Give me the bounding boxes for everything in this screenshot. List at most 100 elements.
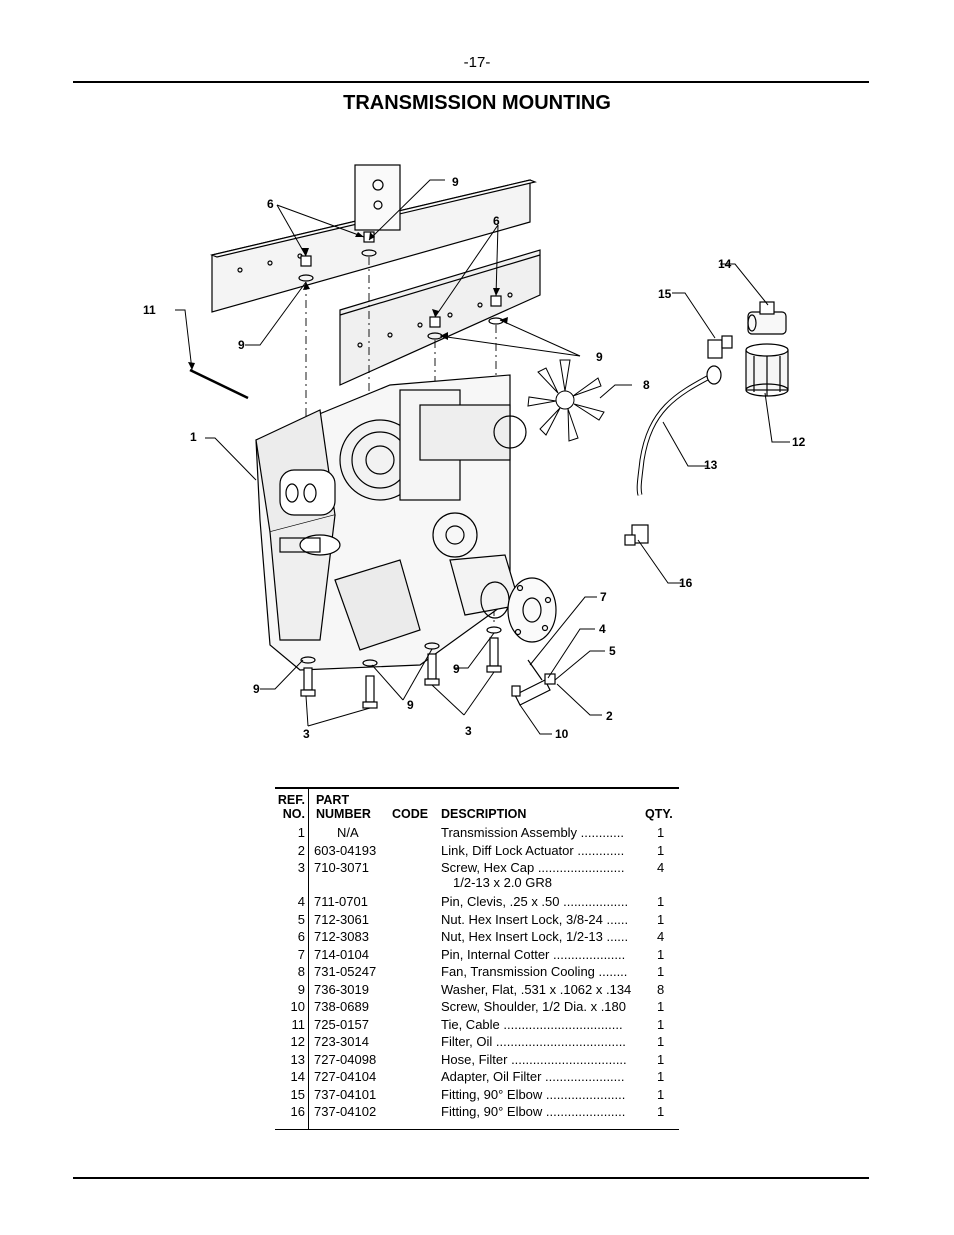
table-row: 14 727-04104 Adapter, Oil Filter .......…	[275, 1069, 679, 1086]
parts-table: REF. NO. PART NUMBER CODE DESCRIPTION QT…	[275, 787, 679, 1130]
callout-6: 6	[267, 197, 274, 211]
qty: 8	[657, 981, 665, 997]
part-number: 712-3083	[314, 929, 369, 944]
description: Fan, Transmission Cooling ........	[441, 964, 628, 979]
description: Pin, Internal Cotter ...................…	[441, 946, 626, 962]
ref-no: 1	[297, 825, 305, 840]
callout-4: 4	[599, 622, 606, 636]
page-title: TRANSMISSION MOUNTING	[343, 92, 611, 114]
transmission-diagram: 6 9 6 9 9 11 8 14 15 12 13 16 1 7 4 5 2 …	[143, 164, 806, 741]
part-number: 737-04102	[314, 1104, 377, 1119]
ref-no: 16	[290, 1104, 305, 1119]
description: Nut. Hex Insert Lock, 3/8-24 ......	[441, 911, 629, 927]
part-number: 727-04098	[314, 1051, 377, 1067]
bottom-rule	[73, 1177, 869, 1179]
cooling-fan	[527, 359, 605, 442]
callout-11: 11	[143, 303, 156, 317]
oil-filter-adapter	[747, 301, 787, 335]
header-qty: QTY.	[645, 807, 673, 821]
qty: 1	[657, 964, 665, 979]
ref-no: 14	[290, 1069, 305, 1084]
ref-no: 15	[290, 1086, 305, 1102]
qty: 1	[657, 842, 665, 858]
callout-14: 14	[718, 257, 732, 271]
callout-1: 1	[190, 430, 197, 444]
part-number: 736-3019	[314, 981, 369, 997]
callout-9: 9	[407, 698, 414, 712]
ref-no: 3	[297, 860, 305, 875]
callout-3: 3	[465, 724, 472, 738]
ref-no: 11	[291, 1016, 306, 1032]
callout-7: 7	[600, 590, 607, 604]
page-number: -17-	[463, 54, 491, 71]
ref-no: 6	[297, 929, 305, 944]
callout-2: 2	[606, 709, 613, 723]
part-number: 711-0701	[314, 894, 368, 909]
header-description: DESCRIPTION	[441, 807, 527, 821]
table-row: 16 737-04102 Fitting, 90° Elbow ........…	[275, 1104, 679, 1121]
callout-9: 9	[452, 175, 459, 189]
callout-3: 3	[303, 727, 310, 741]
description-line2: 1/2-13 x 2.0 GR8	[453, 875, 552, 890]
ref-no: 9	[297, 981, 305, 997]
part-number: 727-04104	[314, 1069, 377, 1084]
table-row: 12 723-3014 Filter, Oil ................…	[275, 1034, 679, 1051]
description: Tie, Cable .............................…	[441, 1016, 623, 1032]
table-row: 9 736-3019 Washer, Flat, .531 x .1062 x …	[275, 982, 679, 999]
part-number: 714-0104	[314, 946, 369, 962]
hub-flange	[507, 577, 557, 643]
top-rule	[73, 81, 869, 83]
qty: 4	[657, 929, 665, 944]
frame-bracket	[354, 164, 401, 231]
table-row: 13 727-04098 Hose, Filter ..............…	[275, 1052, 679, 1069]
ref-no: 13	[290, 1051, 305, 1067]
diff-lock-link	[511, 659, 556, 706]
header-ref-line2: NO.	[282, 807, 305, 821]
table-row: 7 714-0104 Pin, Internal Cotter ........…	[275, 947, 679, 964]
description: Screw, Hex Cap ........................	[441, 860, 625, 875]
description: Adapter, Oil Filter ....................…	[441, 1069, 625, 1084]
bolt-lower-1	[300, 656, 316, 697]
cable-tie	[189, 368, 249, 400]
description: Link, Diff Lock Actuator .............	[441, 842, 625, 858]
callout-8: 8	[643, 378, 650, 392]
qty: 1	[657, 894, 665, 909]
part-number: 737-04101	[314, 1086, 377, 1102]
ref-no: 2	[297, 842, 305, 858]
callout-5: 5	[609, 644, 616, 658]
header-ref-line1: REF.	[277, 793, 305, 807]
callout-9: 9	[253, 682, 260, 696]
table-row: 15 737-04101 Fitting, 90° Elbow ........…	[275, 1087, 679, 1104]
qty: 1	[657, 1016, 665, 1032]
table-row: 4 711-0701 Pin, Clevis, .25 x .50 ......…	[275, 894, 679, 911]
oil-filter	[745, 343, 789, 397]
table-row: 8 731-05247 Fan, Transmission Cooling ..…	[275, 964, 679, 981]
table-row: 2 603-04193 Link, Diff Lock Actuator ...…	[275, 843, 679, 860]
column-divider	[308, 789, 309, 1129]
callout-15: 15	[658, 287, 672, 301]
table-row: 11 725-0157 Tie, Cable .................…	[275, 1017, 679, 1034]
description: Fitting, 90° Elbow .....................…	[441, 1104, 626, 1119]
qty: 1	[657, 1069, 665, 1084]
qty: 1	[657, 911, 665, 927]
elbow-fitting-16	[624, 524, 649, 546]
part-number: 725-0157	[314, 1016, 369, 1032]
description: Transmission Assembly ............	[441, 825, 625, 840]
description: Hose, Filter ...........................…	[441, 1051, 627, 1067]
part-number: 723-3014	[314, 1034, 369, 1049]
qty: 1	[657, 999, 665, 1014]
callout-9: 9	[596, 350, 603, 364]
table-row: 5 712-3061 Nut. Hex Insert Lock, 3/8-24 …	[275, 912, 679, 929]
qty: 1	[657, 1051, 665, 1067]
part-number: 738-0689	[314, 999, 369, 1014]
ref-no: 4	[297, 894, 305, 909]
description: Screw, Shoulder, 1/2 Dia. x .180	[441, 999, 626, 1014]
part-number: N/A	[337, 825, 359, 840]
header-part-line2: NUMBER	[316, 807, 371, 821]
transmission-assembly	[255, 374, 527, 671]
description: Washer, Flat, .531 x .1062 x .134	[441, 981, 632, 997]
header-ref: REF. NO.	[275, 793, 305, 821]
callout-13: 13	[704, 458, 718, 472]
ref-no: 8	[297, 964, 305, 979]
part-number: 712-3061	[314, 911, 369, 927]
